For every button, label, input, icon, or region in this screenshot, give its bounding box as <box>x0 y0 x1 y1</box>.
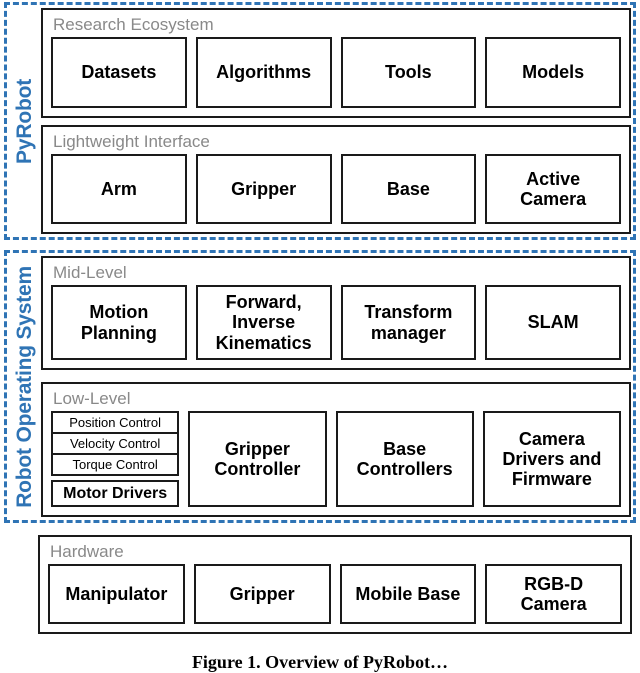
panel-title-mid-level: Mid-Level <box>53 263 127 282</box>
panel-research-ecosystem: Research Ecosystem Datasets Algorithms T… <box>41 8 631 118</box>
box-base-controllers[interactable]: Base Controllers <box>335 411 474 507</box>
box-transform-manager[interactable]: Transform manager <box>340 285 477 360</box>
panel-title-lightweight-interface: Lightweight Interface <box>53 132 210 151</box>
panel-hardware: Hardware Manipulator Gripper Mobile Base… <box>38 535 632 634</box>
box-rgbd-camera[interactable]: RGB-D Camera <box>485 564 622 624</box>
box-row-low-level: Position Control Velocity Control Torque… <box>51 411 621 507</box>
panel-title-low-level: Low-Level <box>53 389 131 408</box>
box-mobile-base[interactable]: Mobile Base <box>339 564 477 624</box>
panel-stack-pyrobot: Research Ecosystem Datasets Algorithms T… <box>41 5 633 237</box>
box-tools[interactable]: Tools <box>340 37 477 108</box>
panel-title-research-ecosystem: Research Ecosystem <box>53 15 214 34</box>
control-torque[interactable]: Torque Control <box>72 457 158 472</box>
box-row-research-ecosystem: Datasets Algorithms Tools Models <box>51 37 621 108</box>
group-label-robot-operating-system-text: Robot Operating System <box>12 265 36 508</box>
box-algorithms[interactable]: Algorithms <box>195 37 332 108</box>
box-gripper[interactable]: Gripper <box>195 154 332 224</box>
box-forward-inverse-kinematics[interactable]: Forward, Inverse Kinematics <box>195 285 332 360</box>
group-label-robot-operating-system: Robot Operating System <box>7 253 41 520</box>
control-position[interactable]: Position Control <box>53 413 178 434</box>
panel-lightweight-interface: Lightweight Interface Arm Gripper Base A… <box>41 125 631 234</box>
box-row-lightweight-interface: Arm Gripper Base Active Camera <box>51 154 621 224</box>
box-gripper-controller[interactable]: Gripper Controller <box>188 411 327 507</box>
figure-caption: Figure 1. Overview of PyRobot… <box>191 652 449 672</box>
box-slam[interactable]: SLAM <box>485 285 621 360</box>
box-row-mid-level: Motion Planning Forward, Inverse Kinemat… <box>51 285 621 360</box>
box-motion-planning[interactable]: Motion Planning <box>51 285 187 360</box>
group-robot-operating-system: Robot Operating System Mid-Level Motion … <box>4 250 636 523</box>
control-stack: Position Control Velocity Control Torque… <box>51 411 180 507</box>
box-row-hardware: Manipulator Gripper Mobile Base RGB-D Ca… <box>48 564 622 624</box>
panel-low-level: Low-Level Position Control Velocity Cont… <box>41 382 631 517</box>
box-datasets[interactable]: Datasets <box>51 37 187 108</box>
panel-stack-ros: Mid-Level Motion Planning Forward, Inver… <box>41 253 633 520</box>
box-models[interactable]: Models <box>485 37 621 108</box>
box-active-camera[interactable]: Active Camera <box>485 154 621 224</box>
box-manipulator[interactable]: Manipulator <box>48 564 185 624</box>
box-camera-drivers-firmware[interactable]: Camera Drivers and Firmware <box>482 411 621 507</box>
group-label-pyrobot: PyRobot <box>7 5 41 237</box>
control-velocity[interactable]: Velocity Control <box>53 434 178 455</box>
box-hw-gripper[interactable]: Gripper <box>193 564 331 624</box>
box-motor-drivers[interactable]: Motor Drivers <box>51 480 180 507</box>
box-base[interactable]: Base <box>340 154 477 224</box>
box-arm[interactable]: Arm <box>51 154 187 224</box>
group-pyrobot: PyRobot Research Ecosystem Datasets Algo… <box>4 2 636 240</box>
panel-mid-level: Mid-Level Motion Planning Forward, Inver… <box>41 256 631 370</box>
group-label-pyrobot-text: PyRobot <box>12 78 36 164</box>
panel-title-hardware: Hardware <box>50 542 124 561</box>
control-group-loops: Position Control Velocity Control Torque… <box>51 411 180 476</box>
